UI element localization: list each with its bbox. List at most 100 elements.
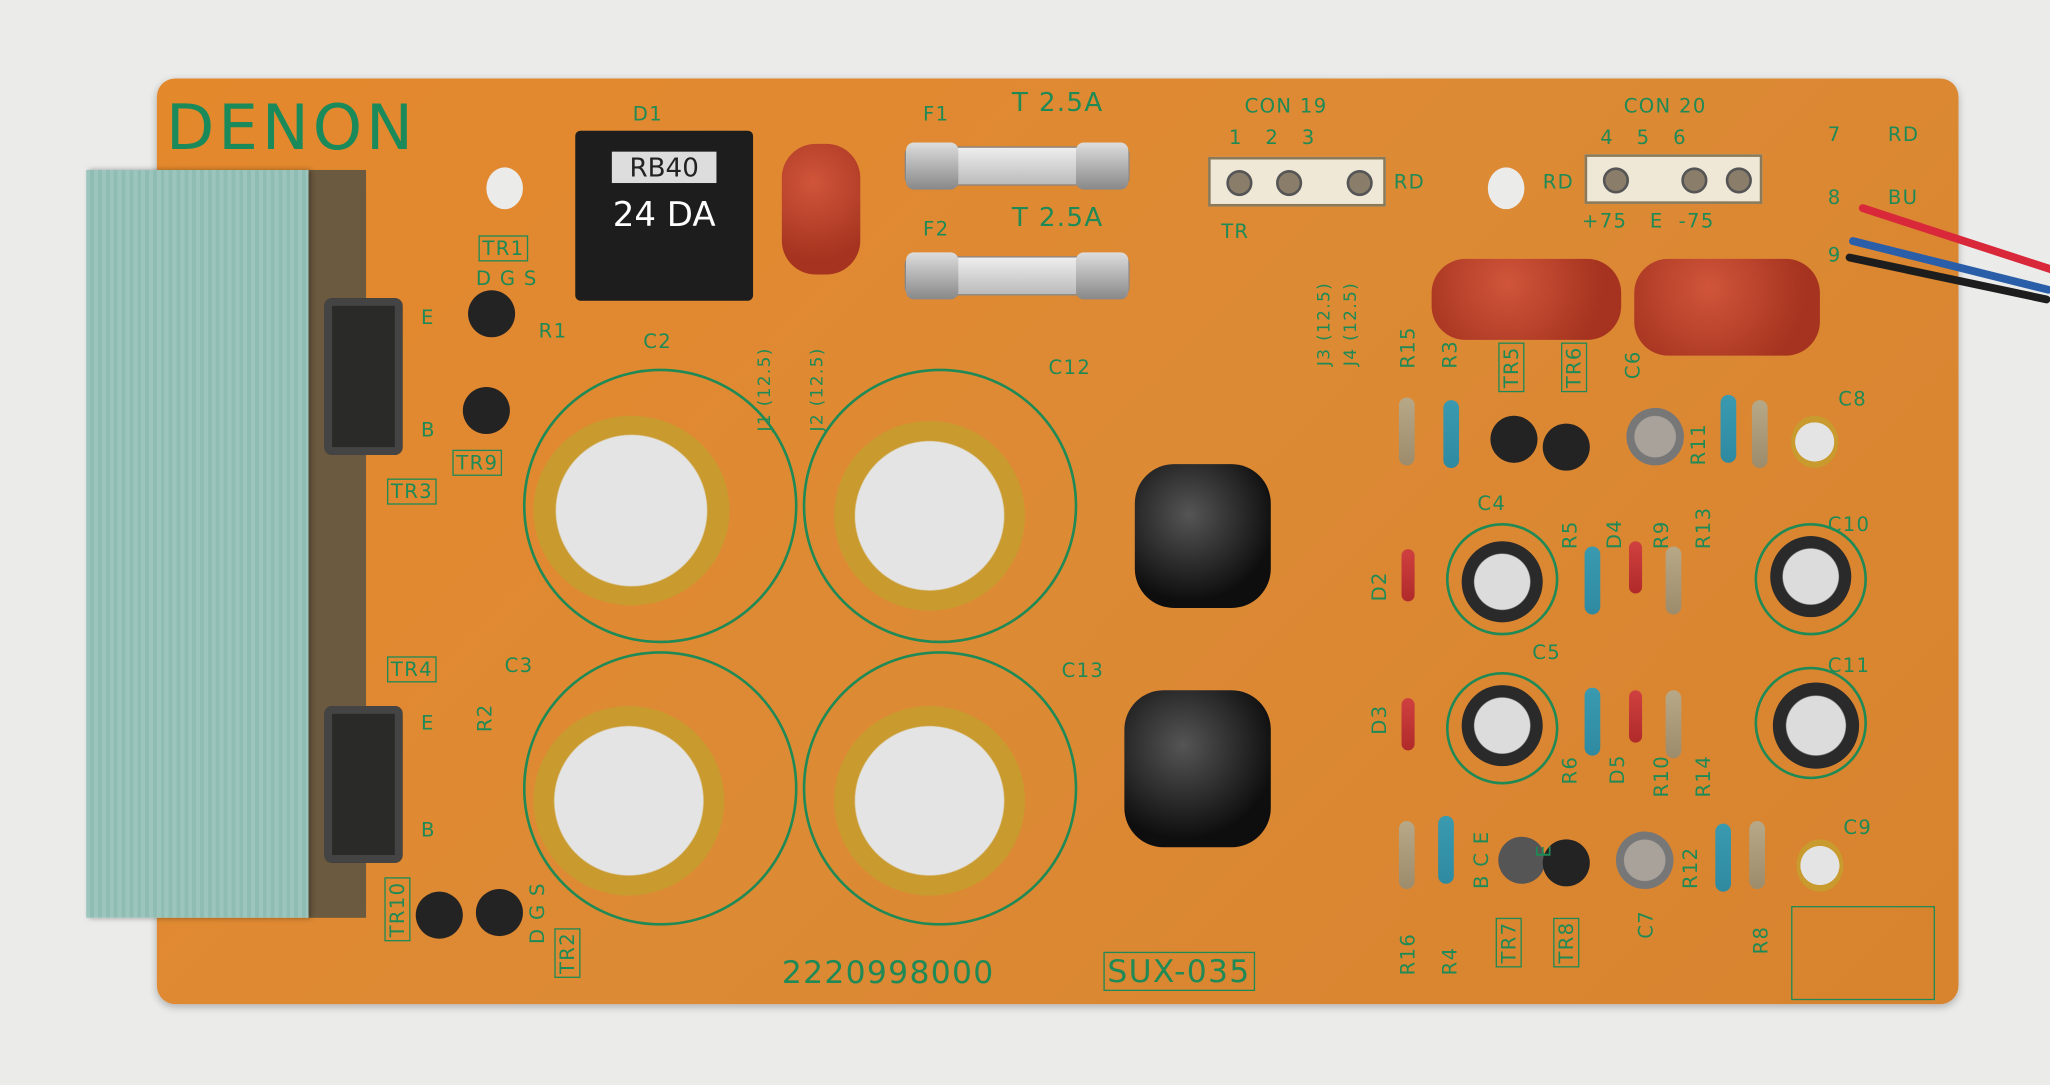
label-c2: C2 (643, 329, 673, 353)
label-tr7: TR7 (1495, 917, 1522, 968)
label-tr2: TR2 (554, 928, 581, 978)
transistor-tr7 (1498, 836, 1546, 884)
empty-footprint (1791, 906, 1935, 1001)
capacitor-c8 (1791, 415, 1839, 469)
label-con20-pins: 4 5 6 (1600, 125, 1687, 150)
label-wire8-color: BU (1887, 185, 1919, 210)
label-d1: D1 (632, 101, 663, 126)
label-tr10: TR10 (384, 877, 411, 942)
transistor-tr2 (475, 889, 523, 937)
label-c12: C12 (1048, 355, 1092, 380)
label-r3: R3 (1438, 339, 1462, 369)
part-number: 2220998000 (781, 954, 995, 992)
label-r1: R1 (538, 319, 568, 343)
label-f2: F2 (923, 217, 950, 241)
capacitor-c6 (1626, 407, 1684, 466)
label-fuse1-rating: T 2.5A (1011, 86, 1104, 118)
film-capacitor (781, 143, 861, 275)
capacitor-c10 (1770, 536, 1852, 618)
cap-outline-c13 (802, 651, 1078, 926)
fuse-f2 (904, 252, 1130, 300)
cap-outline-c12 (802, 368, 1078, 644)
label-wire8: 8 (1827, 185, 1842, 210)
label-r8: R8 (1749, 925, 1773, 955)
label-r9: R9 (1649, 520, 1674, 550)
capacitor-c9 (1796, 839, 1844, 892)
label-c10: C10 (1827, 512, 1871, 537)
label-c6: C6 (1621, 350, 1645, 380)
label-tr8: TR8 (1553, 917, 1580, 968)
label-b2: B (420, 818, 436, 842)
label-f1: F1 (923, 101, 950, 126)
label-d5: D5 (1605, 754, 1630, 785)
capacitor-c7 (1615, 831, 1674, 890)
resistor-r12 (1715, 823, 1731, 892)
mounting-hole (486, 167, 523, 210)
label-r13: R13 (1691, 506, 1716, 550)
cap-outline-c4 (1445, 522, 1559, 636)
capacitor-c11 (1772, 682, 1860, 769)
heatsink (86, 169, 309, 918)
label-e2: E (420, 711, 435, 735)
label-r14: R14 (1691, 755, 1716, 798)
label-wire9: 9 (1827, 243, 1842, 267)
label-j3: J3 (12.5) (1315, 281, 1335, 367)
film-capacitor (1431, 258, 1622, 340)
label-e3: E (1532, 843, 1556, 858)
label-con19: CON 19 (1244, 94, 1328, 118)
label-c13: C13 (1061, 658, 1105, 683)
rectifier-model: RB40 (611, 151, 717, 184)
label-j1: J1 (12.5) (755, 347, 776, 432)
bridge-rectifier: RB40 24 DA (575, 130, 754, 301)
label-wire7: 7 (1827, 122, 1842, 147)
resistor-r6 (1584, 687, 1601, 756)
cap-outline-c11 (1754, 666, 1867, 780)
resistor-r4 (1438, 815, 1454, 884)
capacitor-c12 (834, 420, 1026, 611)
choke (1124, 690, 1271, 848)
label-r15: R15 (1396, 326, 1420, 369)
cap-outline-c2 (522, 368, 798, 644)
label-j4: J4 (12.5) (1341, 281, 1362, 367)
cap-outline-c10 (1754, 522, 1867, 636)
label-c3: C3 (504, 653, 534, 678)
label-e1: E (420, 305, 435, 330)
power-transistor (324, 298, 403, 455)
label-d2: D2 (1367, 571, 1392, 602)
label-c5: C5 (1532, 640, 1562, 665)
label-d3: D3 (1367, 704, 1392, 735)
resistor-r9 (1665, 546, 1682, 615)
label-con20: CON 20 (1623, 94, 1707, 118)
resistor-r15 (1398, 397, 1415, 466)
capacitor-c13 (834, 705, 1026, 896)
label-dgs1: D G S (475, 266, 538, 291)
label-r12: R12 (1678, 846, 1703, 890)
label-bce: B C E (1469, 830, 1494, 890)
label-d4: D4 (1602, 518, 1627, 550)
transistor-tr8 (1542, 839, 1590, 887)
label-tr6: TR6 (1561, 342, 1588, 393)
resistor-r16 (1398, 821, 1415, 890)
label-tr5: TR5 (1498, 342, 1525, 393)
label-j2: J2 (12.5) (807, 347, 828, 432)
connector-con19 (1208, 156, 1386, 207)
label-r10: R10 (1649, 755, 1674, 798)
label-r2: R2 (473, 703, 497, 733)
fuse-f1 (904, 142, 1130, 190)
rectifier-code: 24 DA (612, 196, 716, 236)
label-c8: C8 (1838, 386, 1868, 411)
cap-outline-c3 (522, 651, 798, 926)
diode-d2 (1401, 549, 1415, 602)
choke (1134, 464, 1271, 608)
label-wire7-color: RD (1887, 122, 1920, 147)
label-c4: C4 (1477, 491, 1507, 516)
resistor-r8 (1749, 821, 1765, 890)
cap-outline-c5 (1445, 672, 1559, 785)
transistor-tr9 (462, 386, 510, 435)
label-dgs2: D G S (525, 882, 550, 944)
capacitor-c2 (533, 415, 730, 606)
label-tr1: TR1 (478, 235, 529, 262)
resistor-r5 (1584, 546, 1601, 615)
label-r5: R5 (1558, 520, 1582, 550)
film-capacitor (1634, 258, 1820, 356)
